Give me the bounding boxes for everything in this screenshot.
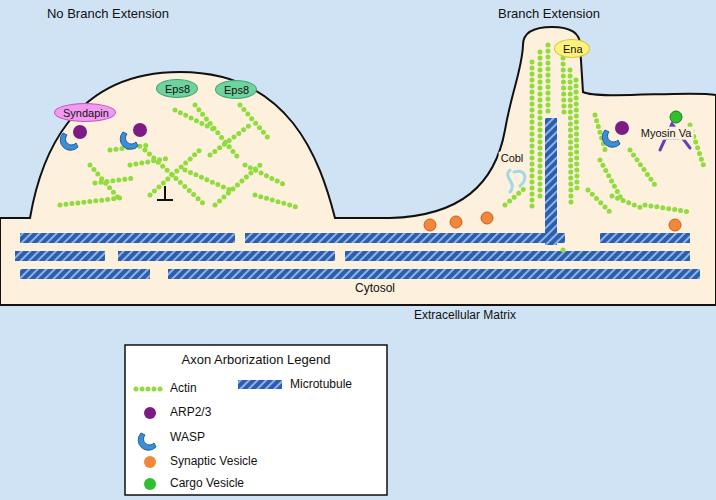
protein-label: Eps8 (224, 84, 248, 97)
actin-filament (185, 170, 230, 190)
microtubule (20, 269, 150, 279)
actin-filament (563, 58, 564, 112)
legend-box (125, 345, 387, 495)
microtubule (15, 251, 105, 261)
actin-filament (210, 125, 250, 155)
compartment-label: Extracellular Matrix (412, 309, 518, 323)
syndapin-ellipse: Syndapin (54, 103, 116, 122)
actin-filament (240, 105, 270, 140)
axon-membrane (0, 27, 716, 305)
actin-filament (612, 196, 642, 208)
synaptic-vesicle (450, 216, 462, 228)
legend-title: Axon Arborization Legend (180, 353, 333, 368)
actin-filament (538, 52, 543, 200)
region-heading: No Branch Extension (45, 7, 171, 22)
actin-filament (570, 70, 571, 205)
microtubule (168, 269, 700, 279)
legend-text: ARP2/3 (170, 406, 211, 420)
actin-filament (245, 165, 285, 185)
synaptic-vesicle (424, 219, 436, 231)
legend-wasp-sample (138, 433, 156, 450)
legend-swatch (144, 456, 156, 468)
legend-text: WASP (170, 431, 205, 445)
arp23-complex (133, 123, 147, 137)
actin-filament (645, 205, 690, 212)
protein-label: Ena (563, 43, 581, 56)
legend-actin-sample (136, 387, 162, 392)
actin-filament (130, 158, 170, 165)
microtubule (345, 251, 690, 261)
cobl-protein (508, 170, 525, 192)
actin-filament (255, 195, 300, 208)
synaptic-vesicle (669, 219, 681, 231)
inhibition-bar (157, 199, 173, 201)
legend-swatch (144, 407, 156, 419)
legend-text: Cargo Vesicle (170, 477, 244, 491)
inhibition-symbol (157, 186, 173, 200)
microtubule (245, 233, 565, 243)
actin-filament (600, 160, 622, 200)
compartment-label: Cytosol (353, 282, 397, 296)
actin-filament (175, 110, 215, 130)
legend-microtubule-sample (238, 380, 282, 389)
protein-label: Syndapin (63, 107, 107, 120)
actin-filament (546, 45, 551, 112)
branch-microtubule (545, 118, 557, 245)
actin-group (60, 45, 705, 250)
legend-swatch (144, 478, 156, 490)
microtubule (20, 233, 235, 243)
legend-text: Synaptic Vesicle (170, 455, 257, 469)
actin-filament (576, 80, 577, 190)
actin-filament (505, 188, 525, 205)
microtubule (118, 251, 335, 261)
microtubule-group (15, 233, 700, 279)
ena-ellipse: Ena (554, 39, 590, 58)
actin-filament (588, 190, 612, 214)
arp23-complex (73, 125, 87, 139)
actin-filament (145, 150, 205, 205)
actin-filament (530, 62, 535, 210)
actin-filament (630, 150, 655, 185)
actin-filament (215, 165, 260, 205)
inhibition-stem (164, 186, 166, 200)
actin-filament (90, 165, 120, 200)
protein-label: Cobl (499, 152, 526, 165)
cargo-vesicle (670, 111, 682, 123)
actin-filament (195, 105, 240, 160)
synaptic-vesicle (481, 212, 493, 224)
eps8-ellipse: Eps8 (156, 79, 198, 98)
region-heading: Branch Extension (496, 7, 602, 22)
legend-text: Microtubule (290, 378, 352, 392)
legend-text: Actin (170, 382, 197, 396)
actin-filament (60, 198, 120, 205)
microtubule (600, 233, 690, 243)
protein-label: Eps8 (165, 83, 189, 96)
eps8-ellipse: Eps8 (215, 80, 257, 99)
arp23-complex (615, 121, 629, 135)
protein-label: Myosin Va (639, 127, 694, 140)
